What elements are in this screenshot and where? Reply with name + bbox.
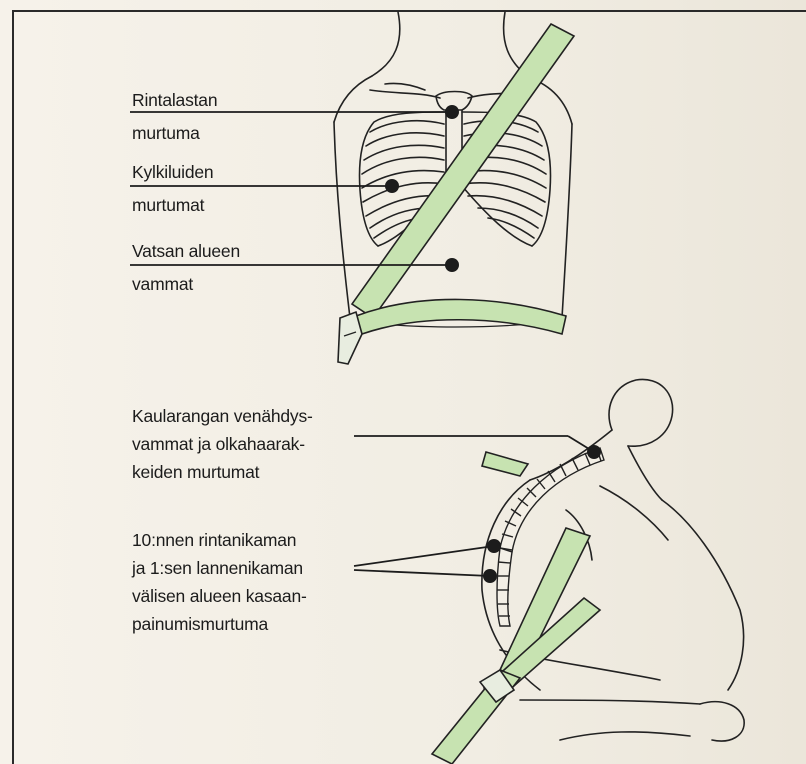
side-shoulder-belt (432, 452, 600, 764)
label-sternum-fracture: Rintalastan murtuma (132, 87, 217, 147)
neck-injury-dot (587, 445, 601, 459)
sternum-fracture-dot (445, 105, 459, 119)
abdomen-injury-dot (445, 258, 459, 272)
vertebra-fracture-dot-upper (487, 539, 501, 553)
label-abdominal-injuries: Vatsan alueen vammat (132, 238, 240, 298)
rib-fracture-dot (385, 179, 399, 193)
vertebra-fracture-dot-lower (483, 569, 497, 583)
label-rib-fractures: Kylkiluiden murtumat (132, 159, 213, 219)
side-figure (482, 379, 744, 741)
label-neck-injuries: Kaularangan venähdys- vammat ja olkahaar… (132, 402, 313, 486)
label-vertebra-compression-fracture: 10:nnen rintanikaman ja 1:sen lannenikam… (132, 526, 307, 638)
